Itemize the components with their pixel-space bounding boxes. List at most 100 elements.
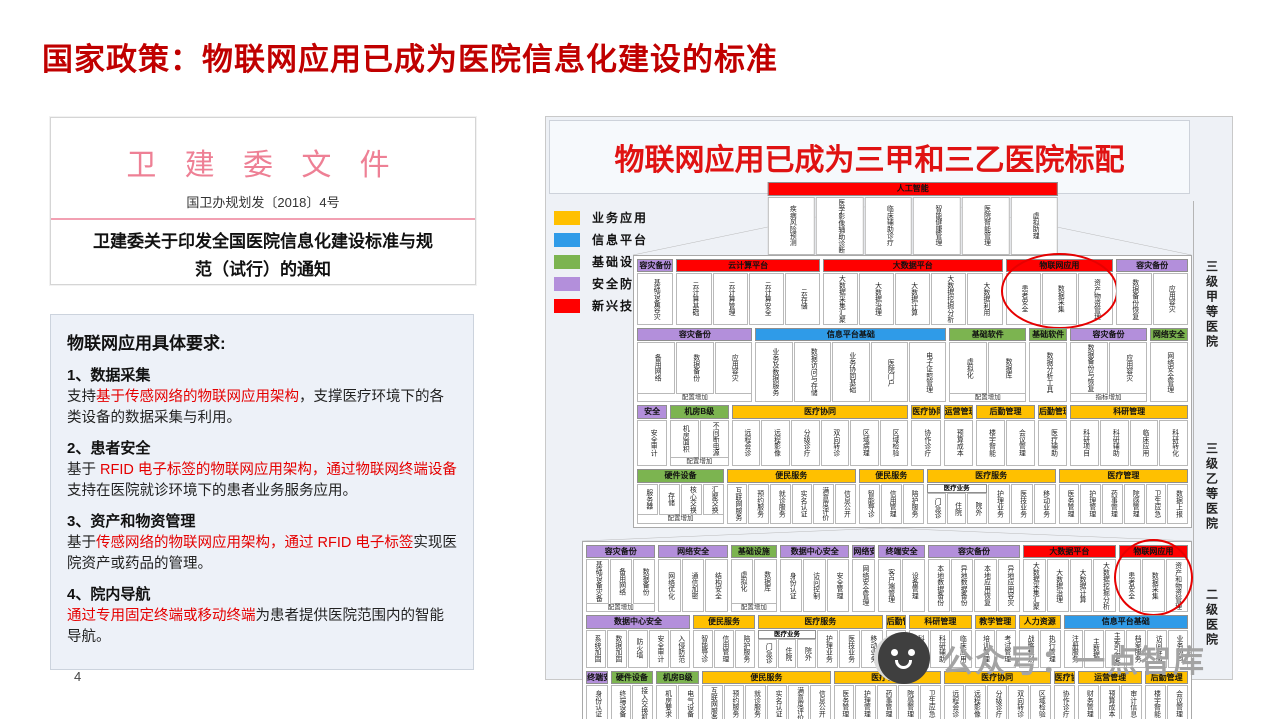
cell: 防火墙 — [628, 629, 648, 668]
cell: 身份认证 — [780, 558, 803, 613]
group-body: 网络安全管理 — [852, 558, 876, 613]
group-容灾备份: 容灾备份数据备份恢复应用容灾 — [1116, 259, 1189, 325]
legend-item: 安全防护 — [554, 275, 704, 292]
cell: 实名认证 — [791, 483, 813, 524]
group-后勤管理: 后勤管理楼宇智能会议管理 — [1145, 670, 1189, 719]
legend-swatch — [554, 254, 580, 269]
group-header: 信息平台基础 — [755, 327, 947, 341]
cell: 考试管理 — [995, 629, 1017, 668]
roof — [582, 528, 1192, 541]
cell: 护理业务 — [816, 629, 839, 668]
cell: 基础设备容灾 — [637, 273, 674, 325]
cell: 网络安全管理 — [1149, 341, 1188, 403]
cell: 虚拟化 — [730, 558, 754, 604]
group-人力资源: 人力资源战略规划执行管理 — [1019, 615, 1061, 668]
doc-title-line2: 范（试行）的通知 — [195, 260, 331, 280]
diagram-row: 容灾备份备用网络数据备份应用容灾配置增加信息平台基础业务及数据服务数据访问与存储… — [637, 327, 1188, 403]
page-number: 4 — [74, 669, 82, 684]
cell: 护理管理 — [855, 684, 876, 719]
cell: 临床应用 — [951, 629, 972, 668]
cell: 应用容灾 — [714, 341, 753, 394]
group-header: 医疗服务 — [758, 615, 883, 629]
group-header: 数据中心安全 — [586, 615, 690, 629]
cell: 医院门户 — [870, 341, 909, 403]
watermark-logo-icon — [878, 632, 930, 684]
group-body: 机房要求电气设备 — [656, 684, 700, 719]
cell: 数据备份 — [676, 341, 714, 394]
doc-title-line1: 卫建委关于印发全国医院信息化建设标准与规 — [93, 232, 433, 251]
logo-mouth-icon — [895, 660, 912, 669]
cell: 数据加固 — [607, 629, 628, 668]
group-body: 远程会诊远程影像分级诊疗双向转诊区域检验 — [943, 684, 1051, 719]
cell: 接入交换机 — [632, 684, 654, 719]
group-硬件设备: 硬件设备服务器存储核心交换汇聚交换配置增加 — [637, 469, 724, 524]
group-header: 数据中心安全 — [780, 544, 850, 558]
cell: 远程影像 — [761, 419, 790, 467]
requirements-card: 物联网应用具体要求: 1、数据采集支持基于传感网络的物联网应用架构，支撑医疗环境… — [50, 314, 474, 670]
group-header: 大数据平台 — [822, 259, 1003, 273]
group-header: 便民服务 — [702, 670, 831, 684]
cell: 远程影像 — [965, 684, 986, 719]
group-header: 医疗协同 — [911, 405, 941, 419]
group-header: 医疗管理 — [1058, 469, 1189, 483]
cell: 实名认证 — [766, 684, 788, 719]
cell: 注册服务 — [1063, 629, 1084, 668]
cell: 大数据利用 — [967, 273, 1003, 325]
cell: 通信加密 — [681, 558, 705, 613]
group-header: 医疗协同 — [1053, 670, 1075, 684]
group-body: 互联网服务预约服务就诊服务实名认证满意度评价信息公开 — [702, 684, 831, 719]
body-text: 基于 — [67, 535, 96, 552]
group-header: 大数据平台 — [1023, 544, 1116, 558]
cell: 医学影像辅助诊断 — [816, 196, 864, 255]
group-body: 患者安全数据采集资产和物资管理 — [1118, 558, 1189, 613]
group-body: 战略规划执行管理 — [1019, 629, 1061, 668]
group-body: 楼宇智能会议管理 — [976, 419, 1035, 467]
body-text: 支持在医院就诊环境下的患者业务服务应用。 — [67, 482, 357, 499]
subgroup-header: 医疗业务 — [758, 629, 816, 640]
cell: 预约服务 — [723, 684, 745, 719]
cell: 汇聚交换 — [702, 483, 724, 515]
group-机房B级: 机房B级机房面积不间断电源配置增加 — [669, 405, 729, 467]
cell: 不间断电源 — [699, 419, 729, 458]
group-header: 容灾备份 — [1070, 327, 1147, 341]
cell: 云存储 — [784, 273, 820, 325]
cell: 科研转化 — [1159, 419, 1189, 467]
tier-三级乙等医院: 容灾备份基础设备灾备备用网络数据备份配置增加网络安全网络优化通信加密结构安全基础… — [582, 528, 1194, 719]
group-body: 科研项目科研辅助临床应用科研转化 — [1070, 419, 1189, 467]
cell: 大数据治理 — [1046, 558, 1069, 613]
group-header: 运营管理 — [943, 405, 974, 419]
cell: 访问存储 — [1147, 629, 1168, 668]
group-机房B级: 机房B级机房要求电气设备 — [656, 670, 700, 719]
pyramid: 人工智能疾病风险预测医学影像辅助诊断临床辅助诊疗智能健康管理医院智能管理虚拟助理… — [550, 182, 1194, 719]
cell: 满意度评价 — [813, 483, 835, 524]
group-科研管理: 科研管理科研项目科研辅助临床应用科研转化 — [1070, 405, 1189, 467]
group-body: 远程会诊远程影像分级诊疗双向转诊区域病理区域检验 — [731, 419, 909, 467]
cell: 护理管理 — [1080, 483, 1102, 524]
doc-title: 卫建委关于印发全国医院信息化建设标准与规 范（试行）的通知 — [51, 228, 475, 284]
group-header: 机房B级 — [669, 405, 729, 419]
cell: 患者安全 — [1118, 558, 1142, 613]
group-安全: 安全安全审计 — [637, 405, 667, 467]
group-body: 基础设备灾备备用网络数据备份 — [586, 558, 656, 604]
group-header: 机房B级 — [656, 670, 700, 684]
cell: 入侵防范 — [669, 629, 690, 668]
cell: 数据分析工具 — [1028, 341, 1068, 403]
cell: 大数据挖掘分析 — [1093, 558, 1116, 613]
group-医疗协同: 医疗协同协作诊疗 — [911, 405, 941, 467]
highlighted-text: 传感网络的物联网应用架构，通过 RFID 电子标签 — [96, 535, 414, 552]
group-后勤管理: 后勤管理楼宇智能会议管理 — [976, 405, 1035, 467]
legend: 业务应用信息平台基础设施安全防护新兴技术 — [554, 209, 704, 319]
cell: 云计算基础 — [676, 273, 712, 325]
group-基础软件: 基础软件数据分析工具 — [1028, 327, 1068, 403]
diagram-row: 人工智能疾病风险预测医学影像辅助诊断临床辅助诊疗智能健康管理医院智能管理虚拟助理 — [767, 182, 1058, 255]
group-容灾备份: 容灾备份备用网络数据备份应用容灾配置增加 — [637, 327, 753, 403]
cell: 业务及数据服务 — [755, 341, 793, 403]
group-body: 终端设备接入交换机 — [610, 684, 654, 719]
doc-number: 国卫办规划发〔2018〕4号 — [186, 195, 340, 210]
cell: 电子证照管理 — [909, 341, 947, 403]
diagram-row: 硬件设备服务器存储核心交换汇聚交换配置增加便民服务互联网服务预约服务就诊服务实名… — [637, 469, 1189, 524]
legend-swatch — [554, 276, 580, 291]
legend-swatch — [554, 232, 580, 247]
cell: 业务协同基础 — [832, 341, 870, 403]
